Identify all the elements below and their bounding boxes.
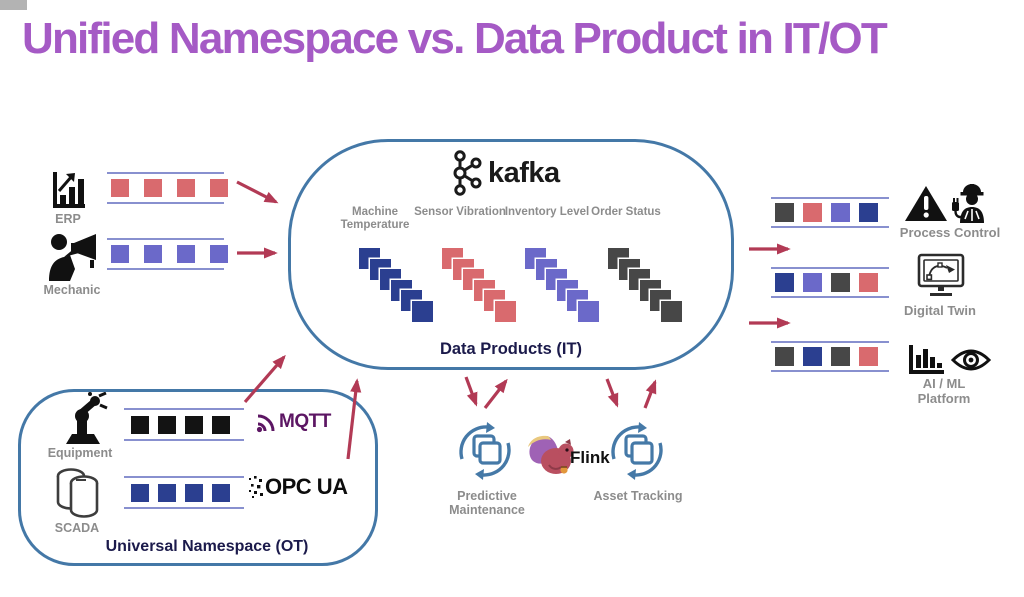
data-packet bbox=[803, 347, 822, 366]
corner-chip bbox=[0, 0, 27, 10]
data-packet bbox=[803, 203, 822, 222]
warning-triangle-icon bbox=[905, 186, 947, 221]
data-packet bbox=[859, 273, 878, 292]
topic-cascade-order-status bbox=[608, 248, 682, 322]
flink-squirrel-icon bbox=[528, 435, 574, 474]
source-label-mechanic: Mechanic bbox=[43, 283, 101, 297]
data-packet bbox=[185, 415, 203, 434]
data-packet bbox=[831, 347, 850, 366]
data-products-label: Data Products (IT) bbox=[439, 340, 583, 358]
topic-message-square bbox=[494, 300, 516, 322]
data-packet bbox=[131, 415, 149, 434]
consumer-label-process-control: Process Control bbox=[899, 225, 1001, 240]
asset-tracking-sync-icon bbox=[611, 422, 663, 480]
data-packet bbox=[775, 273, 794, 292]
data-packet bbox=[831, 273, 850, 292]
consumer-stream-digital-twin bbox=[771, 267, 889, 298]
data-packet bbox=[177, 245, 195, 263]
arrow-kafka-to-asset bbox=[605, 378, 619, 408]
topic-message-square bbox=[411, 300, 433, 322]
topic-cascade-sensor-vibration bbox=[442, 248, 516, 322]
arrow-erp-to-kafka bbox=[236, 180, 279, 204]
ot-label-equipment: Equipment bbox=[47, 446, 113, 460]
topic-label-order-status: Order Status bbox=[591, 206, 661, 218]
arrow-predictive-to-kafka bbox=[483, 378, 508, 409]
topic-cascade-machine-temperature bbox=[359, 248, 433, 322]
data-products-container bbox=[288, 139, 734, 370]
mechanic-icon bbox=[49, 234, 96, 281]
consumer-stream-process-control bbox=[771, 197, 889, 228]
opcua-logo-text: OPC UA bbox=[265, 474, 348, 499]
opcua-dissolve-icon bbox=[249, 476, 263, 498]
data-packet bbox=[144, 245, 162, 263]
opcua-logo: OPC UA bbox=[248, 474, 348, 500]
data-packet bbox=[131, 483, 149, 502]
data-packet bbox=[210, 179, 228, 197]
equipment-stream bbox=[124, 408, 244, 441]
data-packet bbox=[859, 347, 878, 366]
universal-namespace-label: Universal Namespace (OT) bbox=[105, 538, 309, 555]
data-packet bbox=[111, 179, 129, 197]
source-label-erp: ERP bbox=[55, 212, 81, 226]
topic-message-square bbox=[577, 300, 599, 322]
arrow-kafka-to-predictive bbox=[464, 376, 478, 407]
worker-plug-icon bbox=[952, 184, 984, 223]
topic-label-inventory-level: Inventory Level bbox=[504, 206, 590, 218]
data-packet bbox=[803, 273, 822, 292]
topic-cascade-inventory-level bbox=[525, 248, 599, 322]
consumer-label-digital-twin: Digital Twin bbox=[904, 303, 976, 318]
kafka-logo-text: kafka bbox=[488, 157, 560, 189]
predictive-maintenance-sync-icon bbox=[459, 422, 511, 480]
processor-label-predictive-maintenance: Predictive Maintenance bbox=[449, 489, 525, 518]
universal-namespace-container bbox=[18, 389, 378, 566]
data-packet bbox=[212, 415, 230, 434]
scada-database-icon bbox=[56, 468, 99, 518]
kafka-logo-icon bbox=[453, 150, 482, 196]
scada-stream bbox=[124, 476, 244, 509]
data-packet bbox=[210, 245, 228, 263]
eye-icon bbox=[951, 349, 991, 371]
erp-chart-icon bbox=[53, 172, 85, 208]
mqtt-logo: MQTT bbox=[256, 411, 331, 433]
arrow-asset-to-kafka bbox=[643, 379, 657, 409]
data-packet bbox=[212, 483, 230, 502]
data-packet bbox=[775, 203, 794, 222]
robot-arm-icon bbox=[66, 392, 108, 444]
data-packet bbox=[144, 179, 162, 197]
flink-logo-text: Flink bbox=[570, 448, 610, 467]
data-packet bbox=[177, 179, 195, 197]
consumer-label-ai-ml-platform: AI / ML Platform bbox=[917, 376, 971, 406]
data-packet bbox=[185, 483, 203, 502]
page-title: Unified Namespace vs. Data Product in IT… bbox=[22, 14, 888, 63]
topic-message-square bbox=[660, 300, 682, 322]
mechanic-stream bbox=[107, 238, 228, 270]
data-packet bbox=[111, 245, 129, 263]
data-packet bbox=[158, 415, 176, 434]
erp-stream bbox=[107, 172, 228, 204]
topic-label-machine-temperature: Machine Temperature bbox=[340, 206, 410, 232]
bar-chart-icon bbox=[909, 345, 944, 374]
digital-twin-monitor-icon bbox=[917, 253, 965, 296]
consumer-stream-ai-ml bbox=[771, 341, 889, 372]
data-packet bbox=[775, 347, 794, 366]
data-packet bbox=[859, 203, 878, 222]
data-packet bbox=[831, 203, 850, 222]
processor-label-asset-tracking: Asset Tracking bbox=[593, 489, 683, 503]
topic-label-sensor-vibration: Sensor Vibration bbox=[414, 206, 506, 218]
mqtt-signal-icon bbox=[256, 414, 275, 432]
mqtt-logo-text: MQTT bbox=[279, 411, 331, 432]
data-packet bbox=[158, 483, 176, 502]
ot-label-scada: SCADA bbox=[54, 521, 100, 535]
